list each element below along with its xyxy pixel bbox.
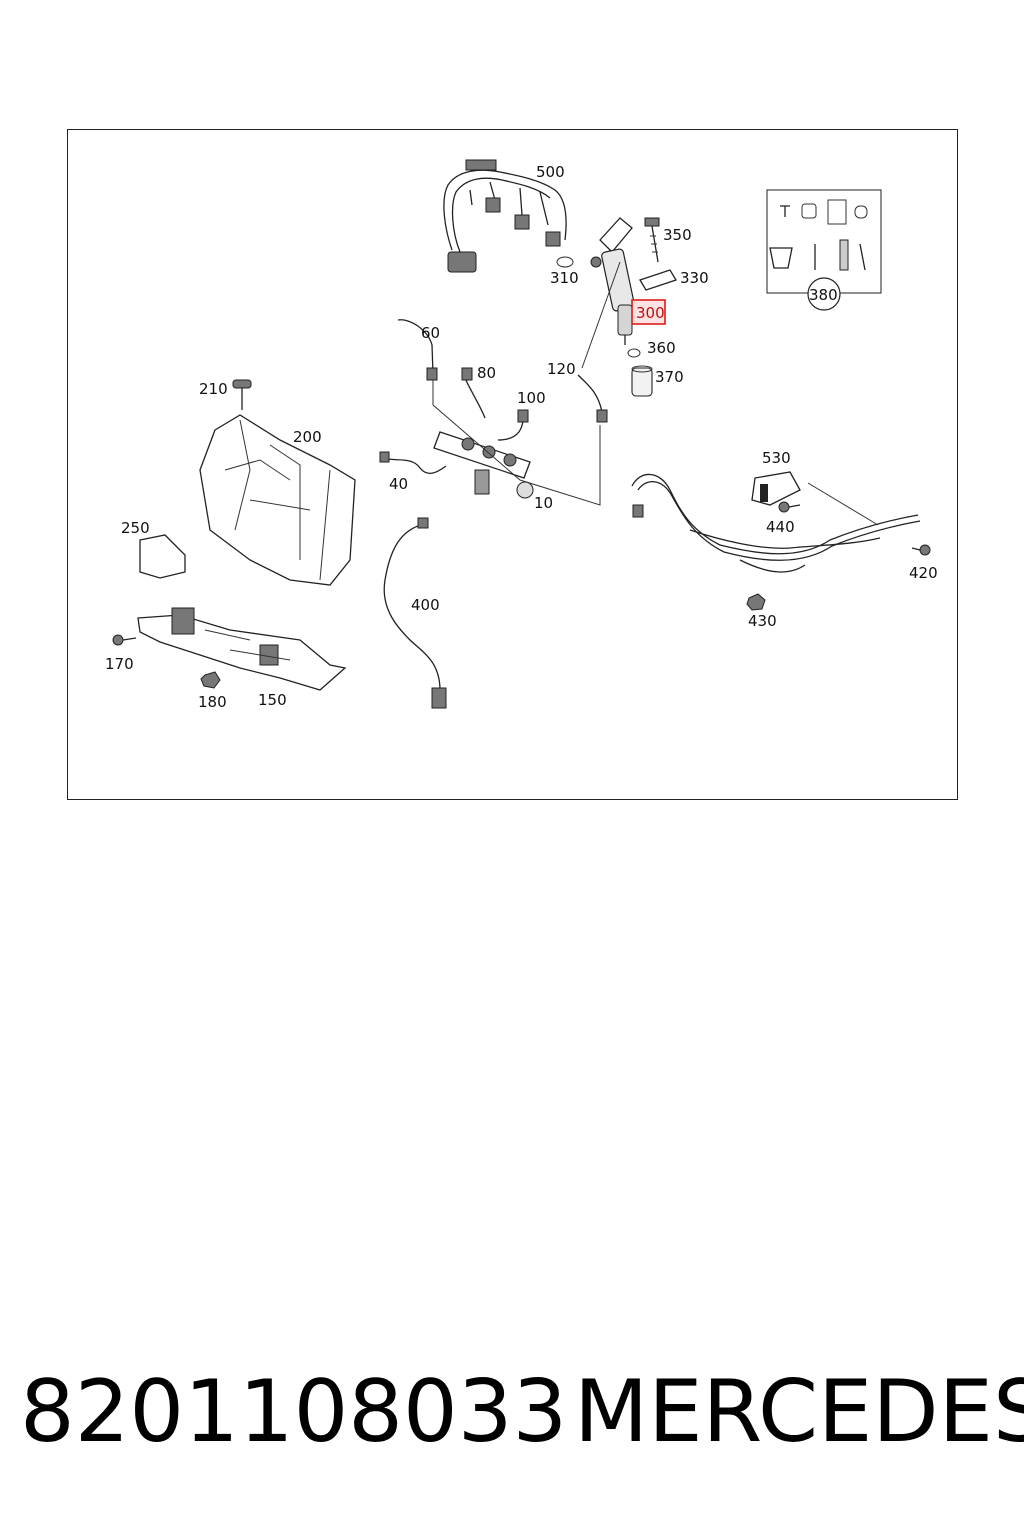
part-fuel-lines-drawing <box>631 473 921 573</box>
part-530-bracket-drawing <box>751 471 801 506</box>
label-120: 120 <box>547 360 576 378</box>
part-300-injector-drawing <box>590 217 635 345</box>
part-60-line-drawing <box>397 319 434 375</box>
part-440-bolt-drawing <box>778 501 801 513</box>
label-530: 530 <box>762 449 791 467</box>
label-420: 420 <box>909 564 938 582</box>
label-370: 370 <box>655 368 684 386</box>
highlight-box-300 <box>631 299 666 325</box>
label-250: 250 <box>121 519 150 537</box>
part-40-line-drawing <box>383 457 447 474</box>
part-10-rail-drawing <box>432 380 601 506</box>
part-310-seal-drawing <box>556 256 574 268</box>
part-180-nut-drawing <box>200 671 221 689</box>
label-80: 80 <box>477 364 496 382</box>
label-60: 60 <box>421 324 440 342</box>
part-170-bolt-drawing <box>112 634 137 646</box>
part-430-nut-drawing <box>746 593 766 611</box>
label-300-highlighted[interactable]: 300 <box>636 304 665 322</box>
part-250-bracket-drawing <box>139 534 186 579</box>
part-210-screw-drawing <box>232 379 252 410</box>
part-370-sleeve-drawing <box>631 365 653 397</box>
part-number: 8201108033 <box>20 1362 568 1462</box>
label-350: 350 <box>663 226 692 244</box>
part-350-bolt-drawing <box>644 217 660 263</box>
label-400: 400 <box>411 596 440 614</box>
label-380: 380 <box>809 286 838 304</box>
part-200-cover-drawing <box>199 414 356 586</box>
label-500: 500 <box>536 163 565 181</box>
parts-diagram: 500 310 300 350 330 360 370 <box>67 129 958 800</box>
part-420-bolt-drawing <box>911 544 931 556</box>
label-430: 430 <box>748 612 777 630</box>
part-330-clamp-drawing <box>639 269 677 291</box>
label-150: 150 <box>258 691 287 709</box>
part-360-oring-drawing <box>627 348 641 358</box>
label-330: 330 <box>680 269 709 287</box>
brand-name: MERCEDES <box>574 1362 1024 1462</box>
label-100: 100 <box>517 389 546 407</box>
part-380-kit-drawing <box>766 189 882 311</box>
part-500-harness-drawing <box>443 159 567 273</box>
part-80-line-drawing <box>463 375 486 419</box>
label-310: 310 <box>550 269 579 287</box>
label-10: 10 <box>534 494 553 512</box>
label-200: 200 <box>293 428 322 446</box>
label-360: 360 <box>647 339 676 357</box>
diagram-frame <box>67 129 958 800</box>
label-440: 440 <box>766 518 795 536</box>
label-170: 170 <box>105 655 134 673</box>
part-150-assembly-drawing <box>137 607 347 691</box>
part-400-line-drawing <box>383 517 447 709</box>
part-100-line-drawing <box>497 419 524 441</box>
part-120-line-drawing <box>577 374 603 413</box>
label-40: 40 <box>389 475 408 493</box>
label-180: 180 <box>198 693 227 711</box>
label-210: 210 <box>199 380 228 398</box>
